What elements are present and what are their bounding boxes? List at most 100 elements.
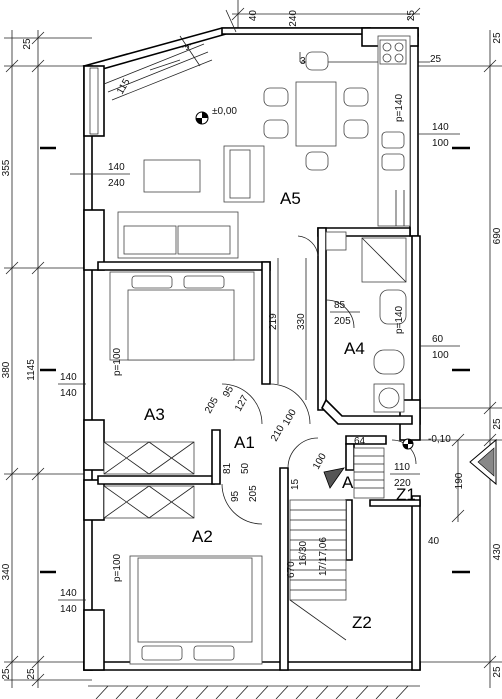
chair <box>305 151 329 171</box>
left-dimension-lines <box>4 30 92 688</box>
wall-left-thick-e <box>83 609 105 671</box>
dim-left-355: 355 <box>1 159 12 176</box>
sill-height: p=140 <box>394 305 405 334</box>
sill-height: p=140 <box>394 93 405 122</box>
wall-left-thick-b <box>83 209 105 271</box>
wall-a3-top <box>97 261 271 271</box>
dim-top-115: 115 <box>115 77 133 97</box>
dim-left-25-top: 25 <box>22 38 33 50</box>
wall-top <box>221 27 371 35</box>
dim-top-40: 40 <box>248 10 259 22</box>
wall-right-upper <box>409 33 419 237</box>
sink <box>381 153 405 171</box>
room-label-a5: A5 <box>280 189 301 208</box>
coffee-table <box>143 159 201 193</box>
wall-a4-left <box>317 227 327 411</box>
window-height: 140 <box>60 604 77 615</box>
wall-right-lower <box>411 495 421 671</box>
chair <box>263 119 289 139</box>
washbasin <box>379 289 407 325</box>
dim-right-190: 190 <box>454 472 465 489</box>
window-height: 240 <box>108 178 125 189</box>
window-width: 140 <box>60 372 77 383</box>
sill-height: p=100 <box>112 347 123 376</box>
window-width: 140 <box>432 122 449 133</box>
window-height: 100 <box>432 138 449 149</box>
dim-right-25-b: 25 <box>492 418 502 430</box>
wall-z1-left <box>345 443 355 471</box>
dim-top-240: 240 <box>288 10 299 27</box>
dim-left-1145: 1145 <box>26 359 37 381</box>
section-marker-icon <box>323 467 345 489</box>
dim-right-430: 430 <box>492 543 502 560</box>
wall-a4-bottom <box>321 398 413 425</box>
room-label-z1: Z1 <box>396 485 416 504</box>
sill-height: p=100 <box>112 553 123 582</box>
room-label-a1: A1 <box>234 433 255 452</box>
room-label-z2: Z2 <box>352 613 372 632</box>
boiler <box>325 231 347 251</box>
wall-stair <box>345 499 353 561</box>
dim-top-25: 25 <box>406 10 417 22</box>
door-width: 95 <box>230 490 241 502</box>
dining-table <box>295 81 337 147</box>
wardrobe-a3 <box>103 441 195 475</box>
wall-left-thick-c <box>83 419 105 471</box>
dim-330: 330 <box>296 313 307 330</box>
wall-left <box>83 65 93 671</box>
window-width: 140 <box>108 162 125 173</box>
door-dim: 127 <box>233 393 251 413</box>
wall-a2-top <box>97 475 215 485</box>
door-width: 85 <box>334 300 346 311</box>
dim-right-690: 690 <box>492 227 502 244</box>
dim-40: 40 <box>428 536 440 547</box>
ground-hatch <box>88 685 420 699</box>
wall-left-thick-d <box>83 479 105 521</box>
level-entry: -0,10 <box>428 434 451 445</box>
room-label-a4: A4 <box>344 339 365 358</box>
door-width: 95 <box>221 384 236 400</box>
dim-left-25-bottom: 25 <box>1 668 12 680</box>
dim-left-25-bottom-2: 25 <box>26 668 37 680</box>
entry-stairs <box>353 447 385 499</box>
furniture <box>103 35 411 665</box>
sink <box>381 131 405 149</box>
outer-walls <box>82 27 421 671</box>
chair <box>343 87 369 107</box>
door-height: 210 <box>269 423 287 443</box>
door-width: 110 <box>394 462 410 473</box>
interior-walls <box>97 227 421 671</box>
section-label: A <box>342 473 354 492</box>
stair-length: 670 <box>286 561 297 578</box>
door-width: 100 <box>281 407 299 427</box>
toilet <box>373 349 405 375</box>
wall-right-mid <box>411 235 421 425</box>
dim-64: 64 <box>354 436 366 447</box>
chair <box>305 51 329 71</box>
room-label-a2: A2 <box>192 527 213 546</box>
dim-right-25-d: 25 <box>430 54 442 65</box>
bay-window <box>103 9 237 101</box>
wall-z1-bottom <box>369 499 421 507</box>
dim-left-340: 340 <box>1 563 12 580</box>
door-height: 205 <box>203 395 221 415</box>
chair <box>343 119 369 139</box>
dim-right-25-c: 25 <box>492 666 502 678</box>
window-height: 100 <box>432 350 449 361</box>
dim-219: 219 <box>268 313 279 330</box>
door-height: 205 <box>248 485 259 502</box>
stair-step-count: 16/30 <box>298 541 309 566</box>
dim-15: 15 <box>290 478 301 490</box>
wall-hall-bottom <box>345 435 387 445</box>
window-height: 140 <box>60 388 77 399</box>
wall-a1-left <box>211 429 221 485</box>
dim-left-380: 380 <box>1 361 12 378</box>
kitchen-counter <box>377 35 411 227</box>
level-main: ±0,00 <box>212 106 237 117</box>
wardrobe-a2 <box>103 485 195 519</box>
door-height: 220 <box>394 478 411 489</box>
dim-50: 50 <box>240 462 251 474</box>
dim-81: 81 <box>222 462 233 474</box>
dim-100: 100 <box>311 451 329 471</box>
